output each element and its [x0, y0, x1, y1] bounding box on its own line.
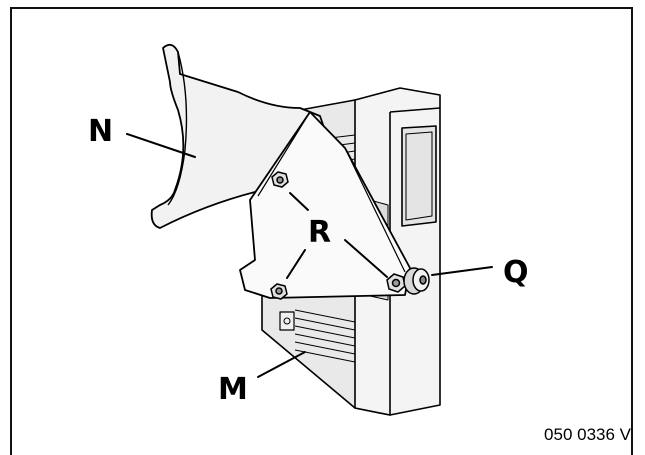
callout-r: R	[308, 215, 331, 250]
leader-r-lower-right	[344, 239, 388, 278]
leader-n	[126, 133, 196, 158]
leader-r-lower-left	[286, 249, 306, 279]
leader-m	[257, 351, 306, 378]
callout-n: N	[88, 114, 113, 149]
callout-m: M	[218, 372, 248, 407]
figure-frame	[10, 7, 633, 455]
callout-q: Q	[503, 255, 529, 290]
bolt-heads	[270, 171, 406, 300]
leader-r-upper	[289, 192, 309, 211]
figure-code: 050 0336 V	[544, 425, 632, 444]
nut-washer	[403, 267, 430, 295]
mounting-bracket	[150, 43, 411, 299]
leader-lines	[126, 133, 493, 378]
leader-q	[431, 266, 493, 276]
